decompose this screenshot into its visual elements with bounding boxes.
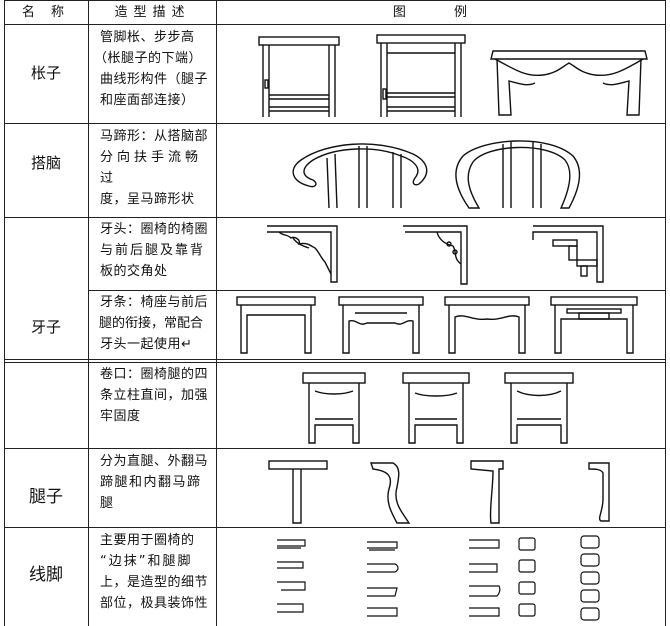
row-desc: 主要用于圈椅的 “边抹”和腿脚 上，是造型的细节 部位，极具装饰性: [100, 530, 216, 614]
row-desc-yatiao: 牙条：椅座与前后 腿的衔接，常配合 牙头一起使用↵: [99, 292, 216, 355]
desc-line: 与前后腿及靠背: [100, 243, 206, 258]
row-name: 线脚: [29, 565, 63, 585]
row-desc-yatou: 牙头：圈椅的椅圈 与前后腿及靠背 板的交角处: [100, 219, 216, 282]
desc-line: 条立柱直间，加强: [100, 388, 209, 403]
desc-line: 板的交角处: [100, 264, 168, 279]
row-divider: [88, 290, 666, 291]
chengzi-illustration: [258, 34, 648, 117]
desc-line: 牙条：椅座与前后: [100, 295, 209, 310]
desc-line: 腿的衔接，常配合: [99, 316, 204, 331]
desc-line: （枨腿子的下端）: [94, 51, 203, 66]
desc-line: 牙头：圈椅的椅圈: [100, 222, 209, 237]
row-divider: [4, 24, 666, 25]
desc-line: 牙头一起使用↵: [100, 337, 193, 352]
row-divider-double: [4, 359, 666, 360]
column-divider-1: [88, 0, 89, 626]
header-illus: 图 例: [392, 5, 490, 20]
desc-line: 腿: [100, 496, 114, 511]
row-desc: 马蹄形：从搭脑部 分向扶手流畅过 度，呈马蹄形状: [100, 126, 216, 210]
row-name: 枨子: [30, 64, 61, 82]
desc-line: 马蹄形：从搭脑部: [100, 129, 209, 144]
table-border-right: [665, 0, 666, 626]
desc-line: 卷口：圈椅腿的四: [100, 367, 209, 382]
furniture-table: 名 称 造型描述 图 例 枨子 管脚枨、步步高 （枨腿子的下端） 曲线形构件（腿…: [4, 0, 666, 626]
row-name: 搭脑: [30, 154, 61, 172]
desc-line: 牢固度: [100, 409, 141, 424]
row-divider: [4, 217, 666, 218]
header-name: 名 称: [21, 5, 71, 20]
row-desc: 卷口：圈椅腿的四 条立柱直间，加强 牢固度: [100, 364, 216, 427]
desc-line: 主要用于圈椅的: [100, 533, 195, 548]
row-name: 牙子: [30, 318, 61, 336]
header-desc: 造型描述: [114, 5, 191, 20]
desc-line: 管脚枨、步步高: [100, 30, 195, 45]
row-divider: [4, 448, 666, 449]
table-border-left: [4, 0, 5, 626]
row-divider-double: [4, 362, 666, 363]
desc-line: 上，是造型的细节: [100, 575, 209, 590]
desc-line: 度，呈马蹄形状: [100, 192, 195, 207]
juankou-illustration: [302, 372, 574, 444]
desc-line: 和座面部连接）: [100, 93, 195, 108]
tuizi-illustration: [268, 460, 610, 524]
yatiao-illustration: [236, 296, 638, 354]
row-name: 腿子: [29, 487, 63, 507]
column-divider-2: [216, 0, 217, 626]
row-desc: 分为直腿、外翻马 蹄腿和内翻马蹄 腿: [100, 451, 216, 514]
desc-line: “边抹”和腿脚: [100, 554, 193, 569]
desc-line: 曲线形构件（腿子: [100, 72, 209, 87]
table-border-top: [4, 0, 666, 1]
danao-illustration: [292, 140, 580, 209]
row-divider: [4, 527, 666, 528]
desc-line: 分为直腿、外翻马: [100, 454, 209, 469]
desc-line: 分向扶手流畅过: [100, 150, 203, 186]
desc-line: 部位，极具装饰性: [100, 596, 209, 611]
row-desc: 管脚枨、步步高 （枨腿子的下端） 曲线形构件（腿子 和座面部连接）: [94, 27, 216, 111]
row-divider: [4, 123, 666, 124]
desc-line: 蹄腿和内翻马蹄: [100, 475, 202, 490]
yatou-illustration: [267, 225, 604, 285]
xianjiao-illustration: [277, 535, 600, 621]
